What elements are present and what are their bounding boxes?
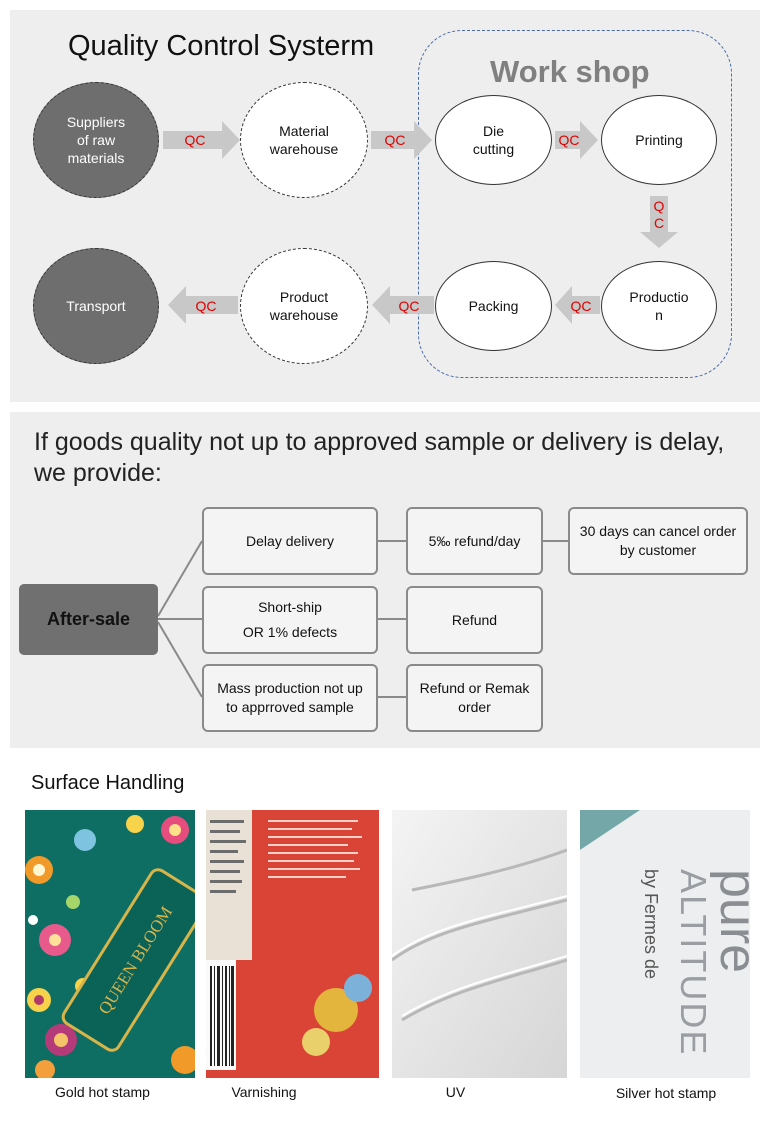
silver-brand-line1: pure	[709, 869, 750, 973]
node-printing: Printing	[601, 95, 717, 185]
qc-label-suppliers-material: QC	[184, 132, 206, 148]
issue-short-ship: Short-ship OR 1% defects	[202, 586, 378, 654]
silver-sub-text: by Fermes de	[641, 869, 661, 979]
node-product-warehouse: Product warehouse	[240, 248, 368, 364]
uv-image	[392, 810, 567, 1078]
arrow-material-to-die	[371, 121, 432, 159]
node-packing: Packing	[435, 261, 552, 351]
workshop-title: Work shop	[490, 54, 650, 89]
caption-silver-hot-stamp: Silver hot stamp	[615, 1085, 717, 1101]
node-die-cutting: Die cutting	[435, 95, 552, 185]
silver-hot-stamp-graphic: pure ALTITUDE by Fermes de	[580, 810, 750, 1078]
qc-label-packing-product: QC	[398, 298, 420, 314]
qc-label-printing-production: Q C	[653, 198, 665, 231]
qc-label-product-transport: QC	[195, 298, 217, 314]
after-sale-connectors	[157, 540, 568, 698]
remedy-refund-per-day: 5‰ refund/day	[406, 507, 543, 575]
workshop-boundary	[418, 30, 732, 378]
gold-hot-stamp-graphic: QUEEN BLOOM	[25, 810, 195, 1078]
qc-label-production-packing: QC	[570, 298, 592, 314]
arrow-packing-to-product	[372, 286, 434, 324]
quality-control-title: Quality Control Systerm	[68, 30, 375, 62]
connector-root-row3	[157, 621, 203, 698]
node-suppliers: Suppliers of raw materials	[33, 82, 159, 198]
issue-mass-production: Mass production not up to apprroved samp…	[202, 664, 378, 732]
arrow-production-to-packing	[555, 286, 600, 324]
surface-handling-title: Surface Handling	[31, 772, 185, 794]
arrow-product-to-transport	[168, 286, 238, 324]
arrow-die-to-printing	[555, 121, 598, 159]
qc-label-die-printing: QC	[558, 132, 580, 148]
varnishing-image	[206, 810, 379, 1078]
caption-uv: UV	[445, 1084, 466, 1100]
node-material-warehouse: Material warehouse	[240, 82, 368, 198]
after-sale-root: After-sale	[19, 584, 158, 655]
connector-root-row1	[157, 540, 203, 617]
issue-delay-delivery: Delay delivery	[202, 507, 378, 575]
remedy-refund: Refund	[406, 586, 543, 654]
silver-hot-stamp-image: pure ALTITUDE by Fermes de	[580, 810, 750, 1078]
remedy-refund-or-remake: Refund or Remak order	[406, 664, 543, 732]
node-transport: Transport	[33, 248, 159, 364]
uv-graphic	[392, 810, 567, 1078]
caption-varnishing: Varnishing	[231, 1084, 297, 1100]
varnishing-graphic	[206, 810, 379, 1078]
after-sale-heading: If goods quality not up to approved samp…	[34, 428, 725, 487]
after-sale-panel	[10, 412, 760, 748]
arrow-printing-to-production	[640, 196, 678, 248]
qc-label-material-die: QC	[384, 132, 406, 148]
node-production: Productio n	[601, 261, 717, 351]
silver-brand-line2: ALTITUDE	[673, 869, 714, 1056]
caption-gold-hot-stamp: Gold hot stamp	[55, 1084, 150, 1100]
extra-cancel-order: 30 days can cancel order by customer	[568, 507, 748, 575]
qc-flow-arrows	[163, 121, 678, 324]
gold-hot-stamp-image: QUEEN BLOOM	[25, 810, 195, 1078]
arrow-suppliers-to-material	[163, 121, 240, 159]
